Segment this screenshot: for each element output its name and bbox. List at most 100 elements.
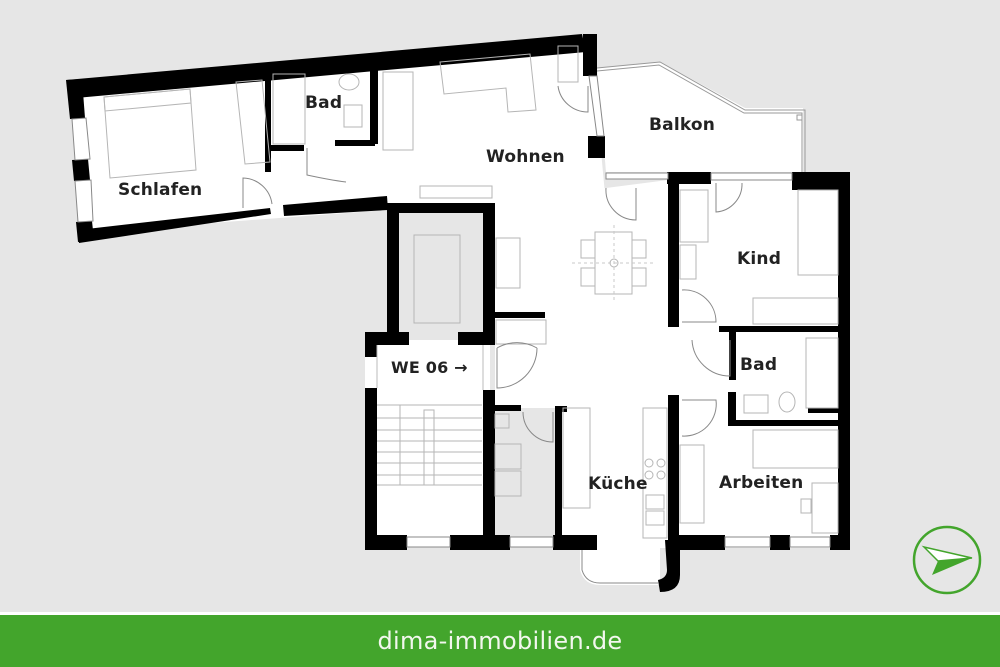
wall-kueche-bay [658, 540, 680, 592]
kitchen-counter-east [642, 407, 668, 539]
website-link[interactable]: dima-immobilien.de [377, 627, 623, 655]
wall-bad1-east [370, 56, 378, 144]
door-kind [681, 289, 717, 323]
window-kueche-bay [581, 550, 658, 584]
shelf-arbeiten [679, 444, 705, 524]
window-schlafen-1 [71, 117, 91, 161]
wardrobe-schlafen [235, 79, 271, 165]
kitchen-sink [645, 494, 665, 510]
wall-stair-south-r [450, 535, 510, 550]
door-bad-2 [691, 339, 731, 377]
wall-east [838, 172, 850, 550]
balkon-railing [596, 61, 806, 172]
wall-kind-south [719, 326, 844, 332]
bathtub-bad-2 [805, 337, 839, 409]
bed-pillow-area [103, 88, 192, 112]
window-balkon-door [605, 172, 669, 180]
stove-1 [644, 458, 654, 468]
bathtub-bad-1 [272, 73, 306, 145]
chair-4 [631, 267, 647, 287]
wall-elevator-outer [387, 203, 495, 213]
floor-plan-drawing [66, 34, 850, 592]
window-arbeiten-2 [789, 536, 831, 548]
sofa-wohnen [439, 53, 537, 113]
stove-2 [656, 458, 666, 468]
window-kind [710, 172, 793, 181]
floor-balkon [597, 62, 803, 172]
window-schlafen-2 [74, 179, 94, 223]
kitchen-sink-2 [645, 510, 665, 526]
elevator-cabin [413, 234, 461, 324]
dryer [494, 470, 522, 497]
footer-separator [0, 612, 1000, 615]
wall-kind-north-r [792, 172, 850, 190]
cabinet-hall [495, 237, 521, 289]
wall-west-mid [72, 159, 90, 181]
chair-arbeiten [800, 498, 812, 514]
floor-kueche-bay [580, 548, 660, 585]
footer-banner: dima-immobilien.de [0, 615, 1000, 667]
wall-bad1-west [265, 72, 271, 172]
room-label-wohnen: Wohnen [486, 147, 565, 167]
unit-entry [376, 345, 484, 390]
wall-bad2-south [728, 420, 843, 426]
toilet-bad-2 [778, 391, 796, 413]
door-hall [496, 342, 538, 389]
stove-3 [644, 470, 654, 480]
wall-pantry-top [495, 405, 521, 411]
wall-stair-west-top [365, 345, 377, 357]
wall-ne-corner [583, 34, 597, 76]
wall-south-schlafen [78, 208, 271, 243]
door-balkon [605, 187, 637, 221]
floor-stairhall [365, 340, 490, 545]
shelf-wohnen-2 [557, 45, 579, 83]
wall-east-block-west [668, 172, 679, 327]
wall-stair-west [365, 388, 377, 550]
wall-elevator-bottom-l [365, 332, 409, 345]
wall-east-block-west2 [668, 395, 679, 545]
washer [494, 443, 522, 470]
room-label-schlafen: Schlafen [118, 180, 203, 200]
wall-bad2-west [729, 328, 736, 380]
window-arbeiten-1 [724, 536, 771, 548]
wall-south-schlafen2 [283, 196, 388, 216]
wall-arbeiten-south-l [668, 535, 725, 550]
unit-label-we-06: WE 06 → [391, 358, 468, 377]
wall-kueche-south [553, 535, 597, 550]
wall-arbeiten-south-r [830, 535, 850, 550]
wall-west-top [66, 79, 85, 119]
table-axes [572, 225, 656, 300]
room-label-balkon: Balkon [649, 115, 716, 135]
sideboard [419, 185, 493, 199]
wall-kueche-west [555, 408, 562, 550]
wall-stair-south-l [365, 535, 407, 550]
window-pantry [509, 536, 554, 548]
door-bad-1 [306, 148, 347, 183]
kitchen-counter-west [562, 407, 591, 509]
table-arbeiten [811, 482, 839, 534]
chair-1 [580, 239, 596, 259]
pantry-shaft [494, 413, 510, 429]
wall-bad1-south [266, 145, 304, 151]
room-label-bad-1: Bad [305, 93, 343, 113]
floor-plan: Schlafen Bad Wohnen Balkon Kind Bad Küch… [66, 34, 982, 595]
floor-wohnen [387, 180, 668, 548]
door-arbeiten [681, 399, 717, 437]
room-label-kind: Kind [737, 249, 782, 269]
north-arrow-icon [912, 525, 982, 595]
desk-arbeiten [752, 429, 839, 469]
stairs [377, 404, 482, 486]
bed-kind [797, 189, 839, 276]
wall-elevator-left [387, 203, 399, 345]
wall-balkon-pier [667, 172, 685, 184]
walls [66, 34, 850, 592]
wall-bad1-south2 [335, 140, 375, 146]
sink-bad-1 [343, 104, 363, 128]
sink-bad-2 [743, 394, 769, 414]
door-schlafen [242, 177, 273, 208]
door-pantry [522, 411, 554, 443]
furniture [103, 45, 839, 539]
wall-stair-east [483, 390, 495, 550]
wall-stub-hall [495, 312, 545, 318]
floor-east-block [668, 175, 848, 548]
